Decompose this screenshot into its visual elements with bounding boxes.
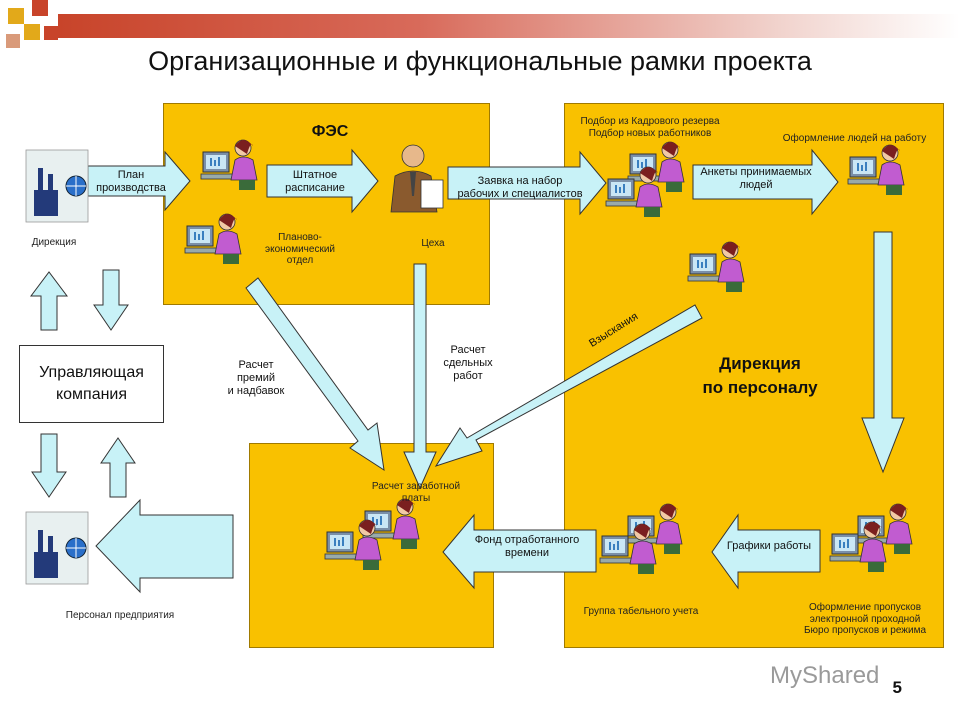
arrow-to-staff	[95, 498, 234, 594]
person-at-computer-icon	[200, 139, 258, 191]
arrow-hr-down	[861, 231, 905, 474]
timesheet-group-label: Группа табельного учета	[583, 606, 699, 617]
person-at-computer-icon	[847, 144, 905, 196]
arrow-down-1	[93, 269, 129, 331]
arrow-bonus	[245, 277, 385, 472]
arrow-penalties	[434, 304, 703, 467]
person-at-computer-icon	[627, 141, 685, 193]
page-number: 5	[892, 678, 902, 697]
staff-schedule-label: Штатное расписание	[285, 169, 345, 195]
hiring-request-label: Заявка на набор рабочих и специалистов	[457, 175, 583, 201]
person-at-computer-icon	[324, 519, 382, 571]
arrow-worked-time	[442, 513, 597, 590]
page-title: Организационные и функциональные рамки п…	[148, 46, 812, 76]
arrow-up-2	[100, 437, 136, 498]
payroll-label: Расчет заработной платы	[371, 481, 461, 504]
arrow-hired-forms	[692, 148, 839, 216]
direction-label: Дирекция	[31, 237, 77, 248]
header-gradient-bar	[58, 14, 960, 38]
piece-calc-label: Расчет сдельных работ	[443, 344, 493, 383]
hiring-label: Оформление людей на работу	[782, 133, 927, 144]
hr-panel-title: Дирекция по персоналу	[702, 354, 818, 397]
decor-square	[32, 0, 48, 16]
decor-square	[8, 8, 24, 24]
enterprise-staff-label: Персонал предприятия	[65, 610, 175, 621]
pass-bureau-label: Оформление пропусков электронной проходн…	[803, 602, 927, 636]
arrow-piece-work	[403, 263, 437, 490]
arrow-staff-schedule	[266, 148, 379, 214]
decor-square	[44, 26, 58, 40]
worked-time-fund-label: Фонд отработанного времени	[474, 534, 580, 560]
businessman-icon	[390, 144, 444, 213]
watermark: MyShared	[770, 662, 880, 689]
arrow-production-plan	[87, 150, 191, 212]
planning-dept-label: Планово- экономический отдел	[264, 232, 335, 266]
factory-globe-icon	[25, 149, 89, 223]
arrow-down-2	[31, 433, 67, 498]
production-plan-label: План производства	[96, 169, 166, 195]
decor-square	[24, 24, 40, 40]
arrow-hiring-request	[447, 150, 607, 216]
arrow-work-schedules	[711, 513, 821, 590]
work-schedules-label: Графики работы	[726, 540, 812, 552]
hired-forms-label: Анкеты принимаемых людей	[700, 166, 812, 192]
recruitment-label: Подбор из Кадрового резерва Подбор новых…	[580, 116, 720, 139]
person-at-computer-icon	[184, 213, 242, 265]
management-company-box: Управляющая компания	[19, 345, 164, 423]
fes-panel-title: ФЭС	[311, 123, 349, 140]
arrow-up-1	[30, 271, 68, 331]
bonus-calc-label: Расчет премий и надбавок	[227, 359, 285, 398]
decor-square	[6, 34, 20, 48]
factory-globe-icon	[25, 511, 89, 585]
workshops-label: Цеха	[421, 238, 445, 249]
person-at-computer-icon	[687, 241, 745, 293]
